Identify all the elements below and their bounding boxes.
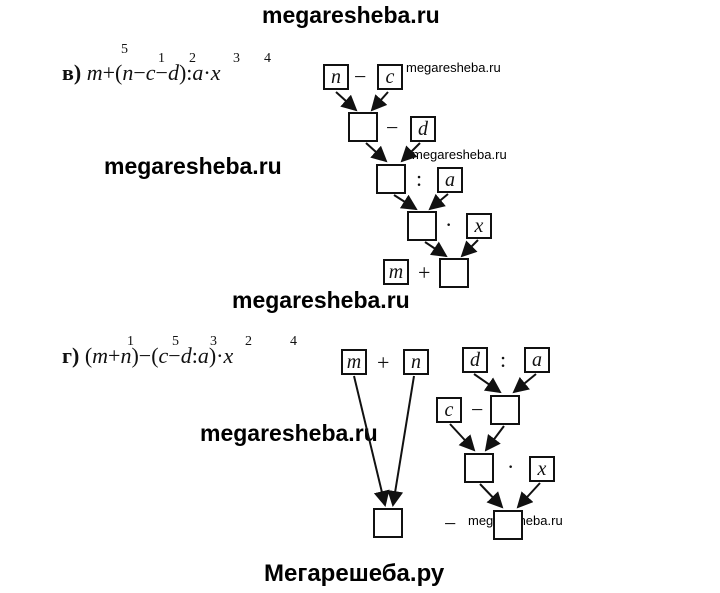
arrow <box>335 91 358 112</box>
arrow <box>387 375 415 507</box>
watermark-small: megaresheba.ru <box>406 60 501 75</box>
arrow <box>473 373 502 394</box>
box-c: c <box>377 64 403 90</box>
box-empty <box>493 510 523 540</box>
order-number: 2 <box>245 334 252 349</box>
op-minus: − <box>386 115 399 140</box>
op-minus: − <box>354 64 367 89</box>
box-empty <box>373 508 403 538</box>
box-empty <box>490 395 520 425</box>
expression-v: в) m+(n−c−d):a·x <box>62 60 221 85</box>
problem-label: г) <box>62 343 80 368</box>
box-x: x <box>529 456 555 482</box>
box-empty <box>464 453 494 483</box>
arrow <box>370 91 389 112</box>
arrow <box>449 423 476 452</box>
arrow <box>428 193 449 211</box>
box-c: c <box>436 397 462 423</box>
op-plus: + <box>377 350 390 375</box>
order-number: 3 <box>210 334 217 349</box>
arrow <box>512 373 537 394</box>
arrow <box>365 142 388 163</box>
arrow <box>516 482 541 509</box>
order-number: 5 <box>172 334 179 349</box>
box-d: d <box>462 347 488 373</box>
box-x: x <box>466 213 492 239</box>
box-empty <box>439 258 469 288</box>
op-divide: : <box>416 166 423 191</box>
watermark-top: megaresheba.ru <box>262 2 440 28</box>
op-plus: + <box>418 260 431 285</box>
order-number: 3 <box>233 51 240 66</box>
box-n: n <box>323 64 349 90</box>
arrow <box>424 241 448 258</box>
box-empty <box>407 211 437 241</box>
arrow <box>393 194 418 211</box>
watermark-small: megaresheba.ru <box>412 147 507 162</box>
order-number: 4 <box>264 51 271 66</box>
op-multiply: · <box>445 212 453 237</box>
expression-g: г) (m+n)−(c−d:a)·x <box>62 343 234 368</box>
watermark-mid-center: megaresheba.ru <box>232 287 410 313</box>
op-minus: − <box>444 511 457 536</box>
box-a: a <box>524 347 550 373</box>
box-d: d <box>410 116 436 142</box>
op-minus: − <box>471 397 484 422</box>
box-m: m <box>383 259 409 285</box>
arrow <box>479 483 504 509</box>
problem-label: в) <box>62 60 82 85</box>
order-number: 2 <box>189 51 196 66</box>
box-empty <box>376 164 406 194</box>
order-number: 1 <box>158 51 165 66</box>
arrow <box>484 425 505 452</box>
footer-watermark: Мегарешеба.ру <box>264 560 445 587</box>
watermark-lower-left: megaresheba.ru <box>200 420 378 446</box>
box-m: m <box>341 349 367 375</box>
order-number: 5 <box>121 42 128 57</box>
arrow <box>460 239 479 258</box>
box-a: a <box>437 167 463 193</box>
op-multiply: · <box>507 454 515 479</box>
op-divide: : <box>500 347 507 372</box>
order-number: 1 <box>127 334 134 349</box>
box-n: n <box>403 349 429 375</box>
order-number: 4 <box>290 334 297 349</box>
watermark-mid-left: megaresheba.ru <box>104 153 282 179</box>
box-empty <box>348 112 378 142</box>
